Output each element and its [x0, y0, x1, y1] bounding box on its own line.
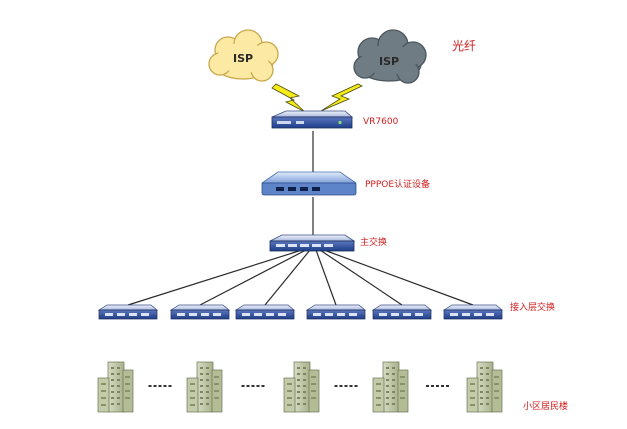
lightning-bolt-icon [320, 83, 363, 112]
main-switch-label: 主交换 [360, 238, 388, 248]
isp-label-right: ISP [379, 55, 400, 68]
lightning-bolt-icon [271, 83, 306, 113]
ellipsis-dots [241, 385, 265, 387]
access-switch-2 [169, 304, 230, 320]
ellipsis-dots [334, 385, 358, 387]
isp-cloud-right [353, 29, 427, 84]
buildings-label: 小区居民楼 [523, 402, 569, 412]
pppoe-device [260, 171, 358, 196]
isp-cloud-left [208, 29, 279, 82]
access-switch-1 [97, 304, 158, 320]
fiber-label: 光纤 [452, 39, 477, 53]
connection-lines [127, 131, 474, 306]
link-main-access-6 [323, 249, 474, 306]
building-icon [186, 361, 223, 413]
link-main-access-4 [315, 249, 337, 306]
router-label: VR7600 [363, 117, 399, 127]
ellipsis-dots [426, 385, 449, 387]
building-icon [372, 361, 409, 413]
isp-label-left: ISP [233, 52, 254, 65]
link-main-access-1 [127, 249, 303, 306]
access-switch-6 [442, 304, 503, 320]
access-switch-4 [305, 304, 366, 320]
building-icon [283, 361, 320, 413]
link-main-access-2 [199, 249, 307, 306]
link-main-access-3 [264, 249, 311, 306]
building-icon [466, 361, 503, 413]
pppoe-label: PPPOE认证设备 [365, 180, 431, 190]
access-switch-label: 接入层交换 [510, 303, 556, 313]
building-row [97, 361, 503, 413]
main-switch [269, 234, 356, 252]
access-switch-5 [371, 304, 432, 320]
access-switch-3 [234, 304, 295, 320]
access-switch-row [97, 304, 503, 320]
link-main-access-5 [319, 249, 403, 306]
ellipsis-dots [148, 385, 172, 387]
building-icon [97, 361, 134, 413]
router-vr7600 [271, 110, 354, 129]
